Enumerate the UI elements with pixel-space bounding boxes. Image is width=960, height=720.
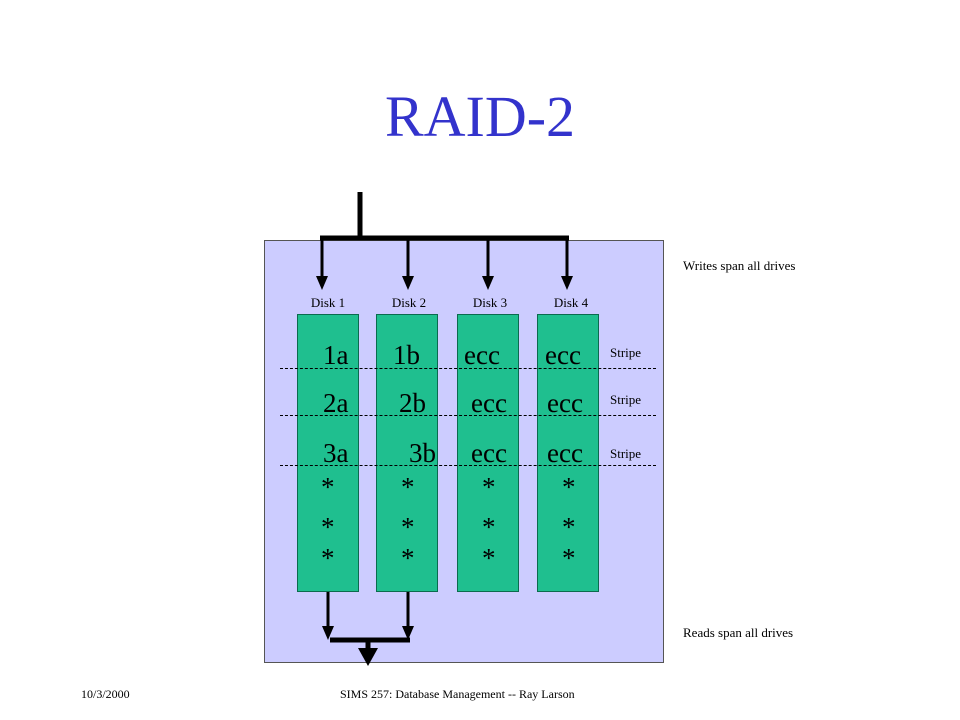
reads-note: Reads span all drives <box>683 625 794 640</box>
slide-title: RAID-2 <box>384 84 576 149</box>
disk-2-block-2: 2b <box>399 388 426 418</box>
disk-2-more-3: * <box>401 543 415 573</box>
read-output-arrow <box>358 648 378 666</box>
disk-1-more-1: * <box>321 472 335 502</box>
disk-2 <box>376 314 438 592</box>
writes-note: Writes span all drives <box>683 258 796 273</box>
stripe-label-1: Stripe <box>610 345 642 360</box>
disk-4-more-1: * <box>562 472 576 502</box>
disk-4-more-3: * <box>562 543 576 573</box>
disk-3-label: Disk 3 <box>472 295 508 310</box>
disk-3-more-2: * <box>482 512 496 542</box>
write-arrow-disk-3 <box>482 276 494 290</box>
disk-4-more-2: * <box>562 512 576 542</box>
read-arrow-disk-1 <box>322 626 334 640</box>
disk-1-block-3: 3a <box>323 438 349 468</box>
stripe-divider-2 <box>280 415 656 416</box>
footer-date: 10/3/2000 <box>81 687 130 701</box>
disk-1-label: Disk 1 <box>310 295 346 310</box>
disk-2-more-1: * <box>401 472 415 502</box>
write-arrow-disk-4 <box>561 276 573 290</box>
stripe-label-3: Stripe <box>610 446 642 461</box>
disk-4-ecc-1: ecc <box>545 340 581 370</box>
disk-4 <box>537 314 599 592</box>
disk-1-more-2: * <box>321 512 335 542</box>
read-arrow-disk-2 <box>402 626 414 640</box>
disk-3-more-1: * <box>482 472 496 502</box>
disk-2-block-1: 1b <box>393 340 420 370</box>
disk-3-ecc-2: ecc <box>471 388 507 418</box>
disk-2-label: Disk 2 <box>391 295 427 310</box>
write-arrow-disk-1 <box>316 276 328 290</box>
disk-4-ecc-3: ecc <box>547 438 583 468</box>
write-arrow-disk-2 <box>402 276 414 290</box>
disk-3-ecc-3: ecc <box>471 438 507 468</box>
footer-course: SIMS 257: Database Management -- Ray Lar… <box>340 687 575 701</box>
disk-2-more-2: * <box>401 512 415 542</box>
disk-1 <box>297 314 359 592</box>
disk-1-more-3: * <box>321 543 335 573</box>
disk-3-ecc-1: ecc <box>464 340 500 370</box>
disk-1-block-1: 1a <box>323 340 349 370</box>
stripe-label-2: Stripe <box>610 392 642 407</box>
stripe-divider-3 <box>280 465 656 466</box>
disk-3 <box>457 314 519 592</box>
stripe-divider-1 <box>280 368 656 369</box>
disk-4-label: Disk 4 <box>553 295 589 310</box>
disk-1-block-2: 2a <box>323 388 349 418</box>
disk-4-ecc-2: ecc <box>547 388 583 418</box>
disk-3-more-3: * <box>482 543 496 573</box>
disk-2-block-3: 3b <box>409 438 436 468</box>
